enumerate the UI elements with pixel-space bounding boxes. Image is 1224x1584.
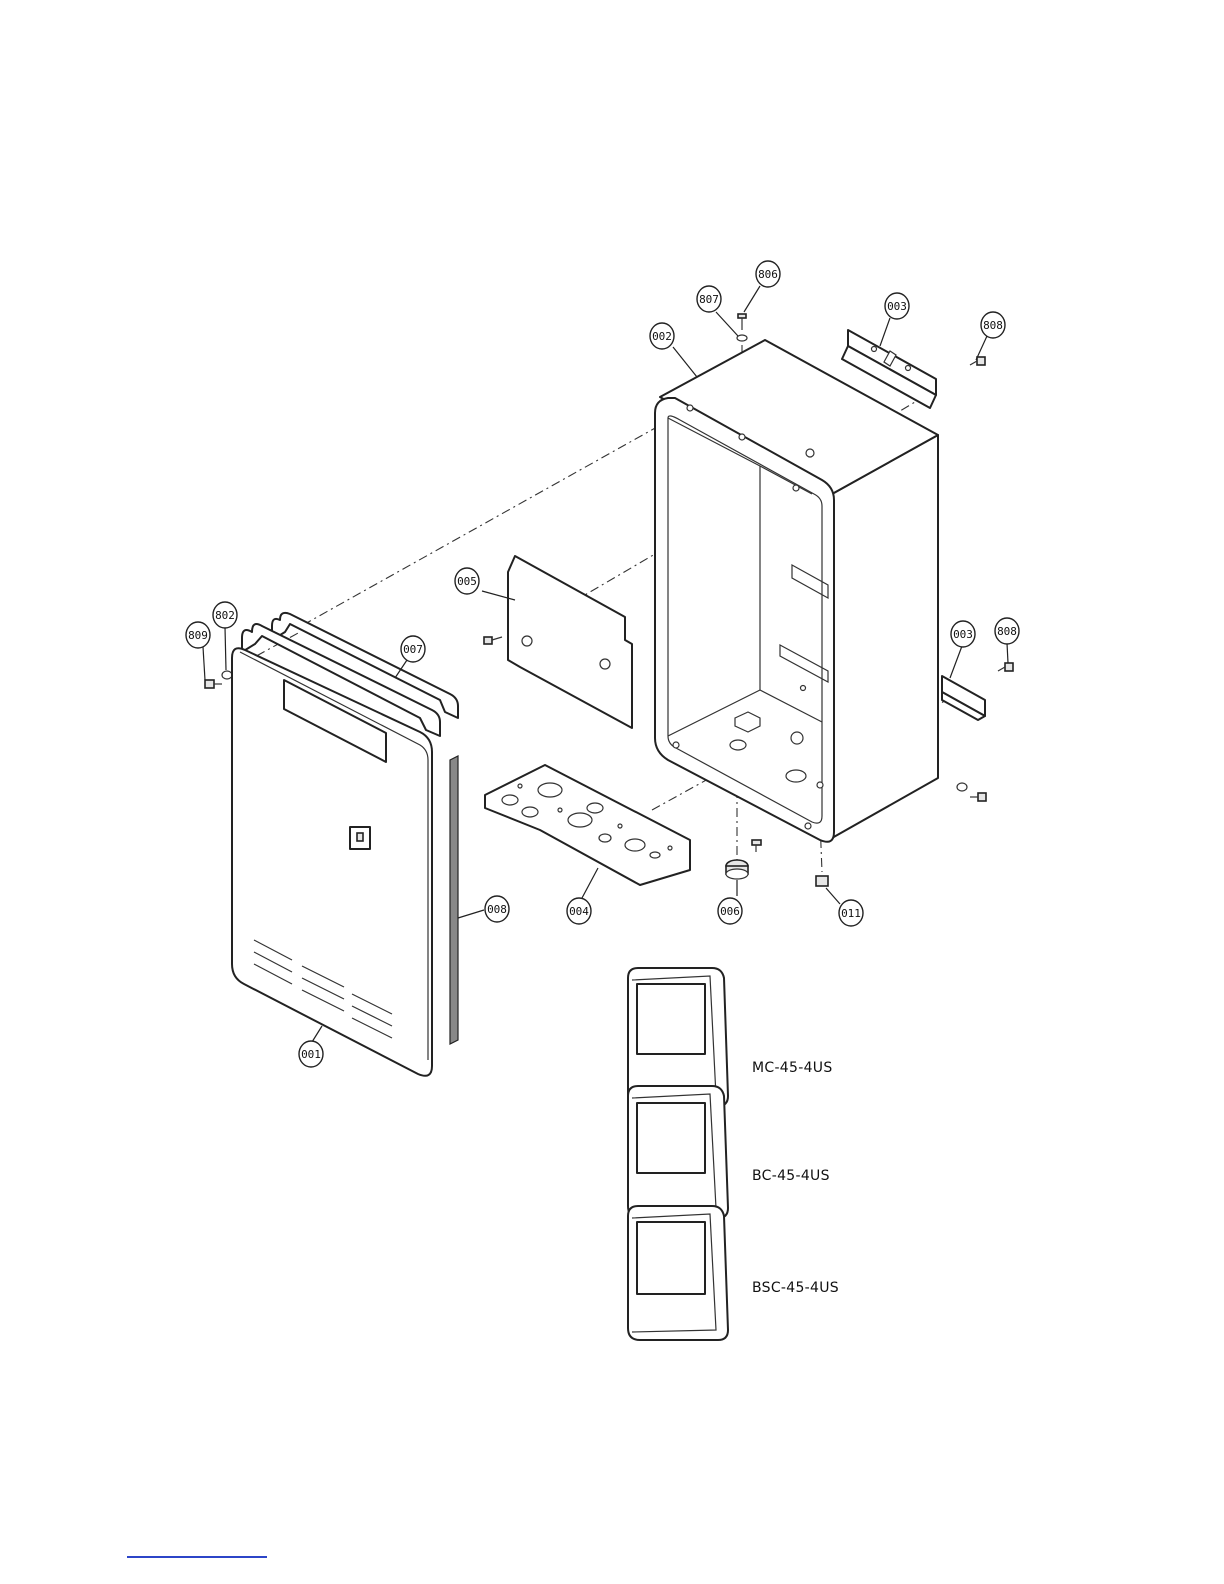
callout-label: 807: [699, 293, 719, 306]
panel-005: [508, 556, 632, 728]
callout-006: 006: [718, 898, 742, 924]
callout-003-side: 003: [951, 621, 975, 647]
nut-011: [816, 876, 828, 886]
model-label-bsc: BSC-45-4US: [752, 1280, 839, 1296]
callout-802: 802: [213, 602, 237, 628]
footer-rule: [127, 1556, 267, 1558]
callout-label: 808: [997, 625, 1017, 638]
callout-label: 809: [188, 629, 208, 642]
base-plate-004: [485, 765, 690, 885]
callout-002: 002: [650, 323, 674, 349]
callout-808-top: 808: [981, 312, 1005, 338]
callout-label: 007: [403, 643, 423, 656]
callout-007: 007: [401, 636, 425, 662]
callout-label: 004: [569, 905, 589, 918]
callout-004: 004: [567, 898, 591, 924]
callout-003-top: 003: [885, 293, 909, 319]
remote-controller-bc: BC-45-4US: [628, 1086, 830, 1218]
front-cover-001: [232, 648, 432, 1076]
bracket-003-side: [942, 676, 985, 720]
callout-808-side: 808: [995, 618, 1019, 644]
gasket-008: [450, 756, 458, 1044]
callout-label: 808: [983, 319, 1003, 332]
callout-011: 011: [839, 900, 863, 926]
callout-label: 011: [841, 907, 861, 920]
callout-label: 806: [758, 268, 778, 281]
callout-label: 001: [301, 1048, 321, 1061]
callout-label: 003: [953, 628, 973, 641]
callout-label: 005: [457, 575, 477, 588]
remote-controller-bsc: BSC-45-4US: [628, 1206, 839, 1340]
callout-008: 008: [485, 896, 509, 922]
callout-label: 003: [887, 300, 907, 313]
callout-005: 005: [455, 568, 479, 594]
callout-806: 806: [756, 261, 780, 287]
callout-807: 807: [697, 286, 721, 312]
cabinet-002: [655, 340, 938, 842]
model-label-mc: MC-45-4US: [752, 1060, 833, 1076]
callout-001: 001: [299, 1041, 323, 1067]
callout-label: 008: [487, 903, 507, 916]
callout-label: 002: [652, 330, 672, 343]
bushing-006: [726, 860, 748, 879]
callout-label: 802: [215, 609, 235, 622]
callout-label: 006: [720, 905, 740, 918]
callout-809: 809: [186, 622, 210, 648]
model-label-bc: BC-45-4US: [752, 1168, 830, 1184]
